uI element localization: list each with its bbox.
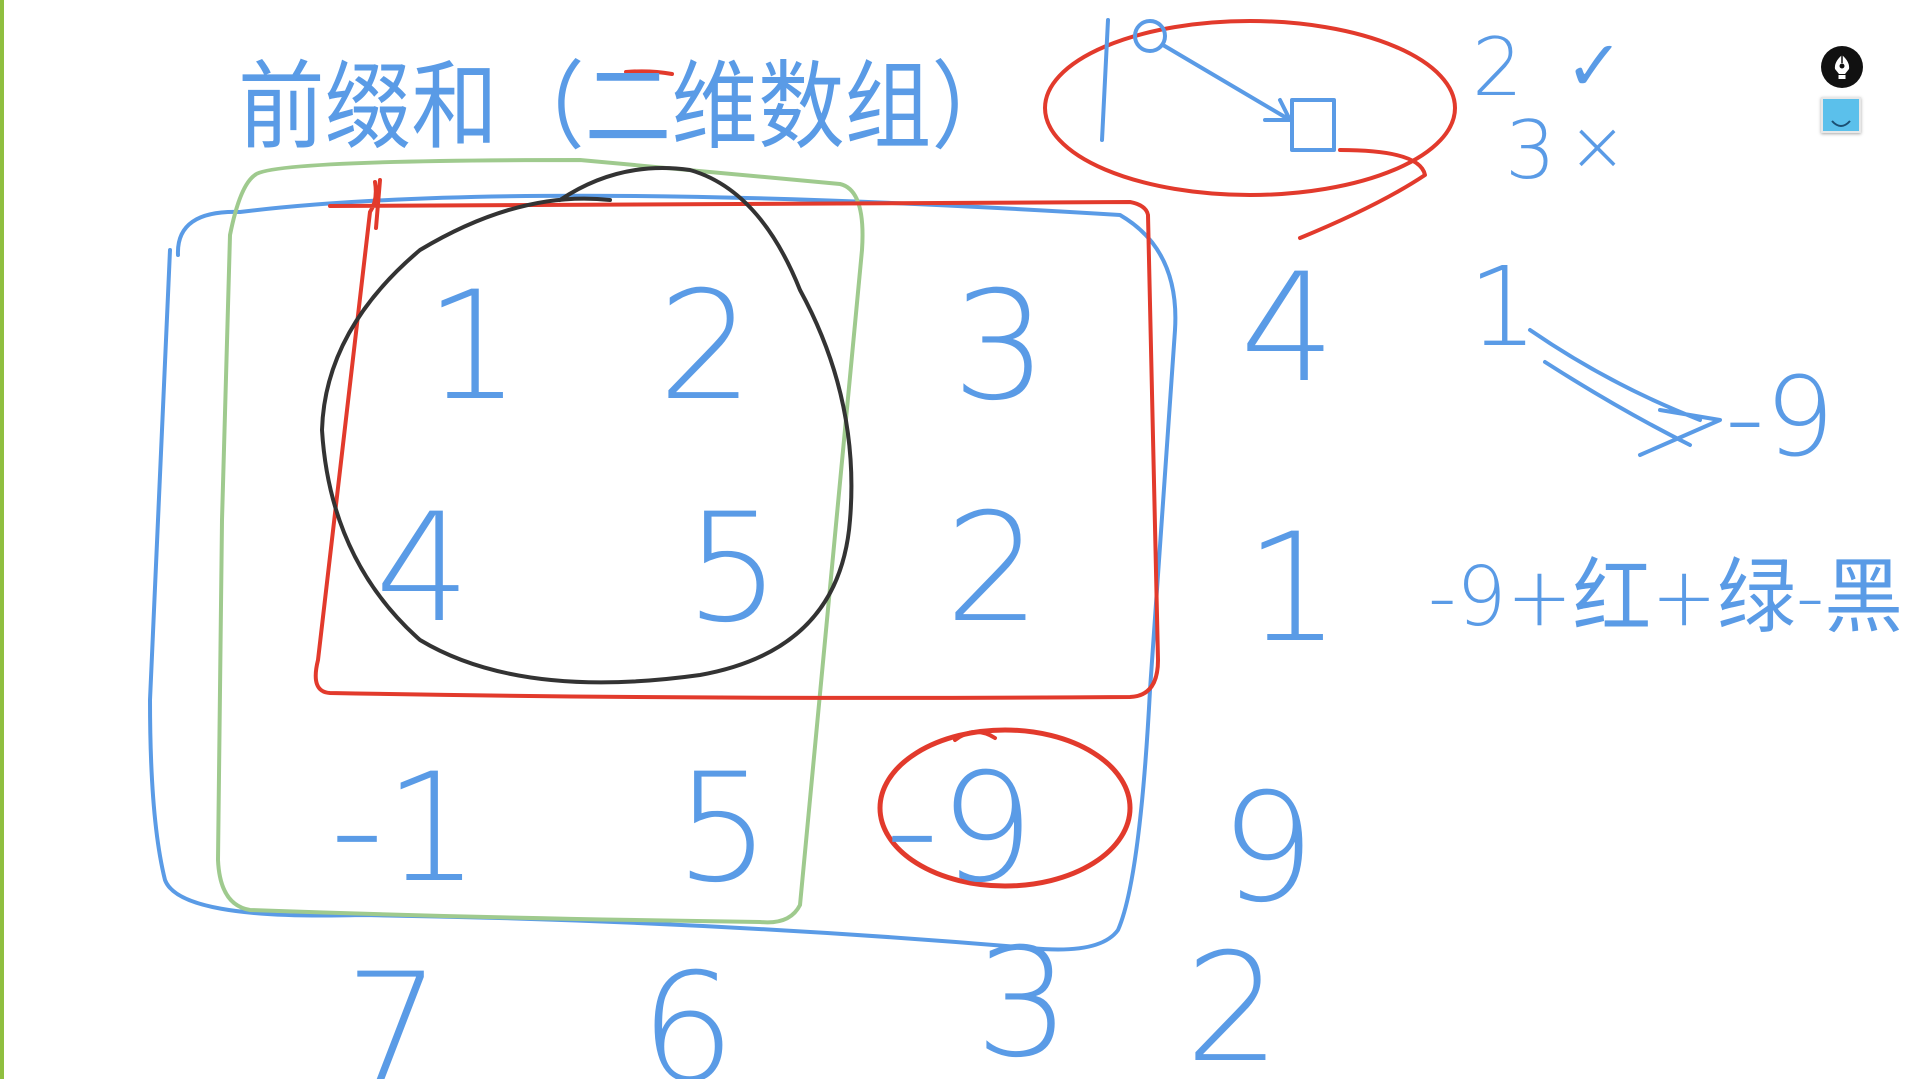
grid-cell-r1c1: 1 <box>425 260 520 434</box>
red-region-outline <box>313 180 1160 700</box>
blue-region-outline <box>148 193 1178 952</box>
color-swatch-button[interactable] <box>1821 97 1861 133</box>
target-cell-circle <box>877 727 1133 889</box>
green-region-outline <box>216 158 865 925</box>
grid-cell-r3c1: -1 <box>330 742 480 916</box>
example-loop <box>1043 19 1457 197</box>
example-vertical-bar <box>1100 18 1110 142</box>
example-loop-tail <box>1298 148 1427 240</box>
example-end-node <box>1290 98 1336 152</box>
grid-cell-r3c3: -9 <box>885 742 1035 916</box>
grid-cell-r2c1: 4 <box>375 482 470 656</box>
title-underline-stroke <box>624 69 674 76</box>
chain-arrow <box>1528 328 1722 457</box>
note-chain-from: 1 <box>1468 243 1538 371</box>
grid-cell-r3c2: 5 <box>675 742 770 916</box>
target-cell-tick <box>953 730 997 742</box>
column-total-3: 3 <box>975 917 1070 1079</box>
black-overlap-circle <box>320 166 854 685</box>
direction-label-2: 2 <box>1472 21 1523 114</box>
example-arrow <box>1161 43 1292 122</box>
row-total-2: 1 <box>1245 502 1340 676</box>
pen-nib-icon <box>1834 55 1850 79</box>
direction-label-3: 3 <box>1505 104 1556 197</box>
grid-cell-r1c3: 3 <box>952 260 1047 434</box>
column-total-2: 6 <box>640 942 735 1079</box>
row-total-3: 9 <box>1220 762 1315 936</box>
red-region-tick <box>374 178 382 230</box>
canvas-left-border <box>0 0 4 1079</box>
board-title: 前缀和（二维数组） <box>238 51 1018 163</box>
direction-cross-mark: × <box>1568 105 1627 187</box>
column-total-1: 7 <box>345 942 440 1079</box>
grid-cell-r1c2: 2 <box>658 260 753 434</box>
smile-icon <box>1831 120 1851 127</box>
grid-cell-r2c2: 5 <box>685 482 780 656</box>
column-total-4: 2 <box>1185 922 1280 1079</box>
note-chain-to: -9 <box>1725 353 1835 481</box>
grid-cell-r2c3: 2 <box>945 482 1040 656</box>
direction-check-mark: ✓ <box>1565 25 1624 107</box>
row-total-1: 4 <box>1240 242 1335 416</box>
note-formula: -9+红+绿-黑 <box>1428 550 1903 645</box>
pen-tool-button[interactable] <box>1821 46 1863 88</box>
example-start-node <box>1133 19 1167 53</box>
